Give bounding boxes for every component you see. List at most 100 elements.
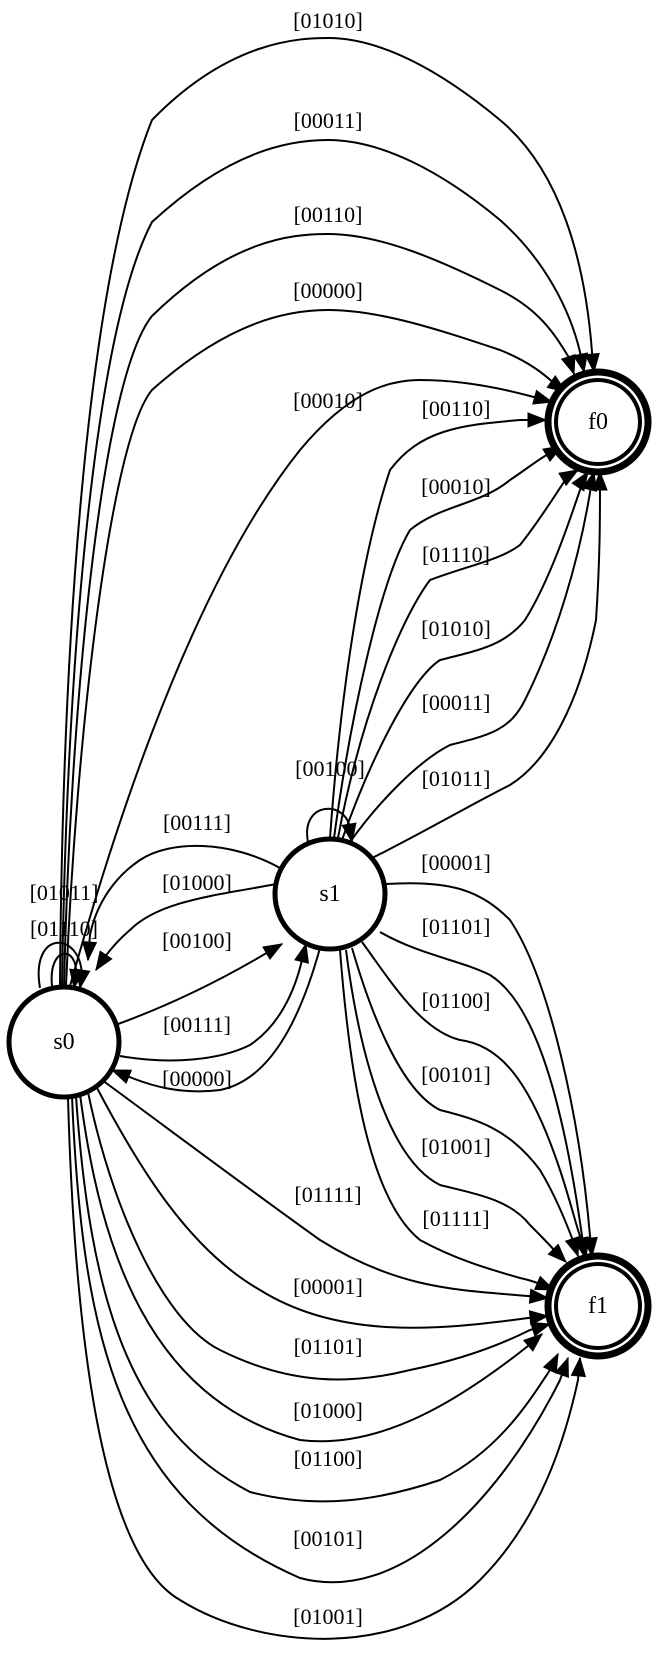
edge-label: [00110] [294,202,363,227]
edge-label: [01101] [294,1334,363,1359]
arrowhead-icon [558,469,580,487]
arrowhead-icon [560,354,576,376]
edge-label: [00111] [163,810,231,835]
edge-s0-to-f0 [63,232,576,987]
edge-line [95,1085,549,1329]
arrowhead-icon [528,1288,550,1304]
edge-line [65,308,567,987]
edge-s1-to-f1 [351,947,580,1258]
node-label: s1 [319,881,340,907]
edge-label: [00001] [293,1274,363,1299]
arrowhead-icon [262,943,284,960]
node-inner-ring [554,1262,642,1350]
edge-line [339,949,555,1291]
edge-label: [01000] [293,1398,363,1423]
edge-line [101,1079,549,1299]
edge-line [119,943,307,1062]
edge-line [349,471,595,843]
arrowhead-icon [554,1356,569,1379]
edge-line [337,469,579,839]
edge-s0-to-f1 [87,1091,552,1381]
edge-s0-to-f1 [101,1079,550,1304]
edge-label: [00001] [421,850,491,875]
edge-line [37,941,84,989]
node-f0[interactable]: f0 [544,368,652,476]
edge-line [111,947,321,1093]
edge-label: [00101] [421,1062,491,1087]
arrowhead-icon [592,470,608,491]
edge-s0-to-s0 [50,952,85,990]
edge-s0-to-f1 [95,1085,550,1329]
edge-s1-to-f0 [337,469,580,839]
node-label: f1 [588,1293,608,1319]
node-ring [272,836,388,952]
edge-s0-to-s1 [119,942,310,1062]
edge-s1-to-s0 [81,844,281,962]
arrowhead-icon [570,1356,587,1378]
edge-label: [00011] [422,690,491,715]
edge-label: [01110] [422,542,490,567]
edge-s1-to-f0 [363,470,608,863]
arrowhead-icon [530,1321,552,1337]
edge-label: [00010] [293,388,363,413]
edge-s1-to-f0 [329,412,548,839]
node-label: f0 [588,409,608,435]
edge-line [63,232,575,987]
edge-line [351,947,579,1257]
arrowhead-icon [582,470,598,492]
node-s1[interactable]: s1 [272,836,388,952]
edge-s0-to-s1 [117,943,284,1025]
edge-label: [00110] [422,396,491,421]
arrowhead-icon [69,968,85,990]
edge-line [117,943,283,1025]
edge-line [75,1095,559,1503]
edge-label: [01011] [30,880,99,905]
edge-label: [01000] [162,870,232,895]
node-inner-ring [554,378,642,466]
edge-label: [00000] [162,1066,232,1091]
edge-line [79,1093,543,1443]
edge-label: [01100] [294,1446,363,1471]
edge-label: [00100] [162,928,232,953]
nodes-layer: s0 s1 f0 f1 [6,368,652,1360]
arrowhead-icon [95,950,113,972]
edge-s0-to-f1 [67,1097,587,1640]
edge-s1-to-s1 [306,807,357,844]
edge-s0-to-f1 [75,1095,559,1503]
edge-label: [01100] [422,988,491,1013]
edge-line [341,471,589,841]
edge-s1-to-s0 [110,947,321,1093]
edge-line [71,1095,569,1584]
node-f1[interactable]: f1 [544,1252,652,1360]
edge-line [95,883,277,971]
edge-s0-to-f0 [69,378,554,987]
edge-s0-to-f1 [79,1093,544,1443]
edge-s0-to-f1 [71,1095,569,1584]
edge-line [361,941,585,1257]
edge-s0-to-f0 [59,36,600,987]
edge-label: [01111] [294,1182,361,1207]
edge-label: [01111] [422,1206,489,1231]
edge-line [87,1091,551,1381]
edge-label: [01101] [422,914,491,939]
arrowhead-icon [542,1352,559,1375]
arrowhead-icon [110,1069,133,1085]
edge-label: [01001] [293,1604,363,1629]
edge-s0-to-f0 [61,138,588,987]
edge-label: [00100] [295,756,365,781]
node-s0[interactable]: s0 [6,984,122,1100]
edge-label: [01011] [422,766,491,791]
arrowhead-icon [572,352,588,374]
edge-labels-layer: [01010] [00011] [00110] [00000] [00010] [0011… [30,8,491,1629]
arrowhead-icon [294,942,310,964]
edge-label: [00000] [293,278,363,303]
edge-line [59,36,595,987]
edge-label: [01010] [421,616,491,641]
edge-line [345,949,567,1263]
edge-s1-to-f0 [349,470,598,843]
arrowhead-icon [532,389,554,405]
edge-label: [00111] [163,1012,231,1037]
arrowhead-icon [341,822,357,844]
node-ring [6,984,122,1100]
edge-label: [00101] [293,1526,363,1551]
